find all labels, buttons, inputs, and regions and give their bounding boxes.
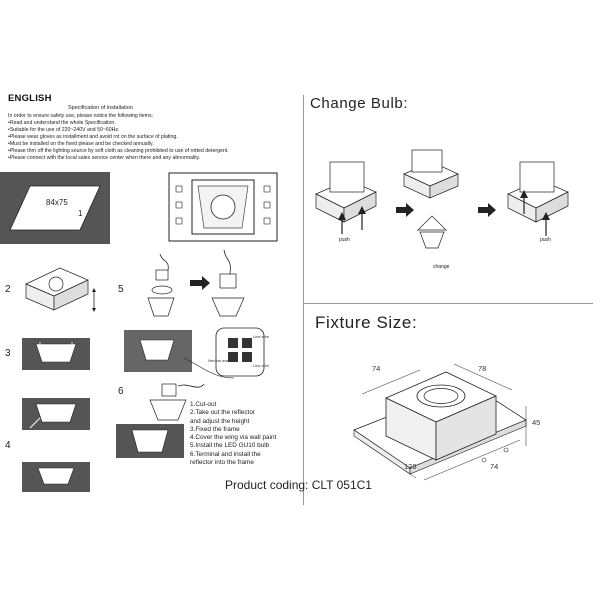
step4-frame-a xyxy=(22,398,90,430)
housing-left xyxy=(315,161,377,234)
wire-label-line: Line wire xyxy=(253,363,270,368)
horizontal-divider xyxy=(303,303,593,304)
fixture-size-title: Fixture Size: xyxy=(315,313,418,332)
install-step: reflector into the frame xyxy=(190,459,254,467)
wire-label-neutral: Neutral wire xyxy=(208,358,230,363)
product-code: Product coding: CLT 051C1 xyxy=(225,478,372,492)
wiring-diagram xyxy=(124,327,265,379)
spec-title: Specification of installation xyxy=(68,105,133,111)
install-step: 3.Fixed the frame xyxy=(190,425,240,433)
install-step: 1.Cut-out xyxy=(190,401,217,408)
safety-item: Please thrn off the lighting source by s… xyxy=(8,148,229,155)
safety-item: Please wear gloves as installment and av… xyxy=(8,134,229,141)
dimension-label: 78 xyxy=(478,364,487,373)
step-number: 6 xyxy=(118,386,124,397)
dimension-label: 128 xyxy=(404,462,417,471)
dimension-label: 74 xyxy=(490,462,499,471)
wire-label-line: Line wire xyxy=(253,334,270,339)
step2-housing xyxy=(25,267,96,312)
step4-frame-b xyxy=(22,462,90,492)
safety-item: Read and understand the whole Specificat… xyxy=(8,120,229,127)
safety-intro: In order to ensure safety use, please no… xyxy=(8,113,154,119)
install-step: 2.Take out the reflector xyxy=(190,409,256,417)
language-heading: ENGLISH xyxy=(8,93,52,104)
step6-reflector-install xyxy=(149,383,205,421)
safety-item: Must be installed on the fixed please an… xyxy=(8,141,229,148)
push-label: push xyxy=(339,237,350,243)
housing-right xyxy=(507,161,569,236)
install-step: and adjust the height xyxy=(190,417,250,425)
cutout-size: 84x75 xyxy=(46,198,68,207)
frame-top-view xyxy=(168,172,278,242)
cutout-step: 1 xyxy=(78,209,83,218)
step-number: 5 xyxy=(118,284,124,295)
step-number: 2 xyxy=(5,284,11,295)
fixture-drawing xyxy=(353,363,527,481)
safety-item: Suitable for the use of 220~240V and 50~… xyxy=(8,127,229,134)
dimension-label: 45 xyxy=(532,418,541,427)
cutout-diagram xyxy=(0,172,110,244)
step-number: 4 xyxy=(5,440,11,451)
safety-list: Read and understand the whole Specificat… xyxy=(8,120,229,163)
step5-bulb-install xyxy=(147,249,245,317)
change-label: change xyxy=(433,264,450,270)
install-step: 4.Cover the wing via wall paint xyxy=(190,434,277,442)
push-label: push xyxy=(540,237,551,243)
housing-middle xyxy=(403,149,459,249)
install-step: 6.Terminal and install the xyxy=(190,450,261,458)
change-bulb-title: Change Bulb: xyxy=(310,95,409,112)
install-step: 5.Install the LED GU10 bulb xyxy=(190,442,270,450)
vertical-divider xyxy=(303,95,304,505)
dimension-label: 74 xyxy=(372,364,381,373)
install-steps: 1.Cut-out 2.Take out the reflector and a… xyxy=(190,401,276,467)
change-bulb-diagram xyxy=(315,149,569,249)
step3-frame xyxy=(22,338,90,370)
step6-finished-frame xyxy=(116,424,184,458)
step-number: 3 xyxy=(5,348,11,359)
safety-item: Please connect with the local sales serv… xyxy=(8,155,229,162)
